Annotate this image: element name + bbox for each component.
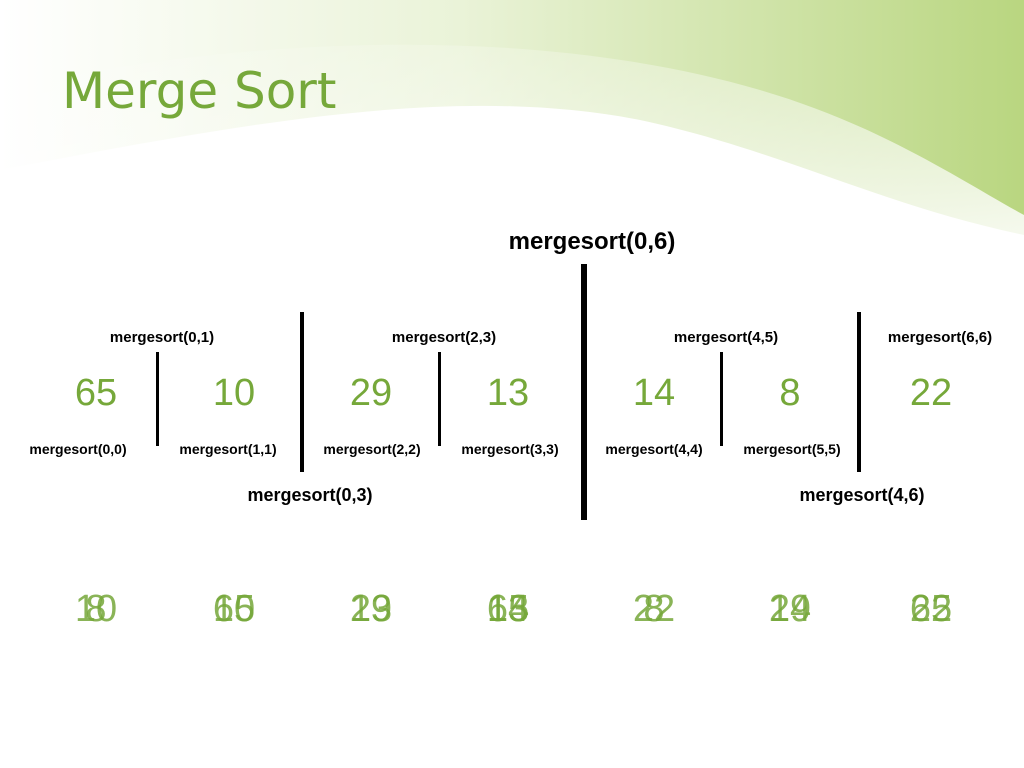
array-value-3: 13 bbox=[486, 372, 530, 414]
call-ms-0-0: mergesort(0,0) bbox=[29, 441, 127, 457]
call-left-half: mergesort(0,3) bbox=[247, 485, 373, 505]
array-value-2: 29 bbox=[349, 372, 393, 414]
call-ms-2-3: mergesort(2,3) bbox=[391, 329, 497, 346]
result-value-4-0: 22 bbox=[632, 588, 676, 630]
call-ms-4-4: mergesort(4,4) bbox=[605, 441, 703, 457]
result-value-6-1: 22 bbox=[909, 588, 953, 630]
call-root: mergesort(0,6) bbox=[508, 228, 676, 255]
call-right-half: mergesort(4,6) bbox=[799, 485, 925, 505]
call-ms-2-2: mergesort(2,2) bbox=[323, 441, 421, 457]
slide-title: Merge Sort bbox=[62, 62, 337, 120]
divider-right-half bbox=[857, 312, 861, 472]
call-ms-0-1: mergesort(0,1) bbox=[109, 329, 215, 346]
result-value-3-2: 13 bbox=[486, 588, 530, 630]
call-ms-1-1: mergesort(1,1) bbox=[179, 441, 277, 457]
result-value-2-1: 13 bbox=[349, 588, 393, 630]
slide-background-swoosh bbox=[0, 0, 1024, 250]
call-ms-4-5: mergesort(4,5) bbox=[673, 329, 779, 346]
divider-2-3 bbox=[438, 352, 441, 446]
result-value-3-0: 65 bbox=[486, 588, 530, 630]
divider-0-1 bbox=[156, 352, 159, 446]
result-value-1-0: 65 bbox=[212, 588, 256, 630]
result-value-4-1: 8 bbox=[643, 588, 665, 630]
array-value-1: 10 bbox=[212, 372, 256, 414]
result-value-5-0: 29 bbox=[768, 588, 812, 630]
result-value-3-1: 14 bbox=[486, 588, 530, 630]
result-value-5-1: 14 bbox=[768, 588, 812, 630]
call-ms-5-5: mergesort(5,5) bbox=[743, 441, 841, 457]
result-value-0-1: 8 bbox=[85, 588, 107, 630]
divider-4-5 bbox=[720, 352, 723, 446]
call-ms-3-3: mergesort(3,3) bbox=[461, 441, 559, 457]
divider-left-half bbox=[300, 312, 304, 472]
array-value-5: 8 bbox=[779, 372, 801, 414]
array-value-4: 14 bbox=[632, 372, 676, 414]
array-value-6: 22 bbox=[909, 372, 953, 414]
result-value-6-0: 65 bbox=[909, 588, 953, 630]
array-value-0: 65 bbox=[74, 372, 118, 414]
result-value-1-1: 10 bbox=[212, 588, 256, 630]
result-value-2-0: 29 bbox=[349, 588, 393, 630]
result-value-0-0: 10 bbox=[74, 588, 118, 630]
divider-root bbox=[581, 264, 587, 520]
call-ms-6-6: mergesort(6,6) bbox=[887, 329, 993, 346]
